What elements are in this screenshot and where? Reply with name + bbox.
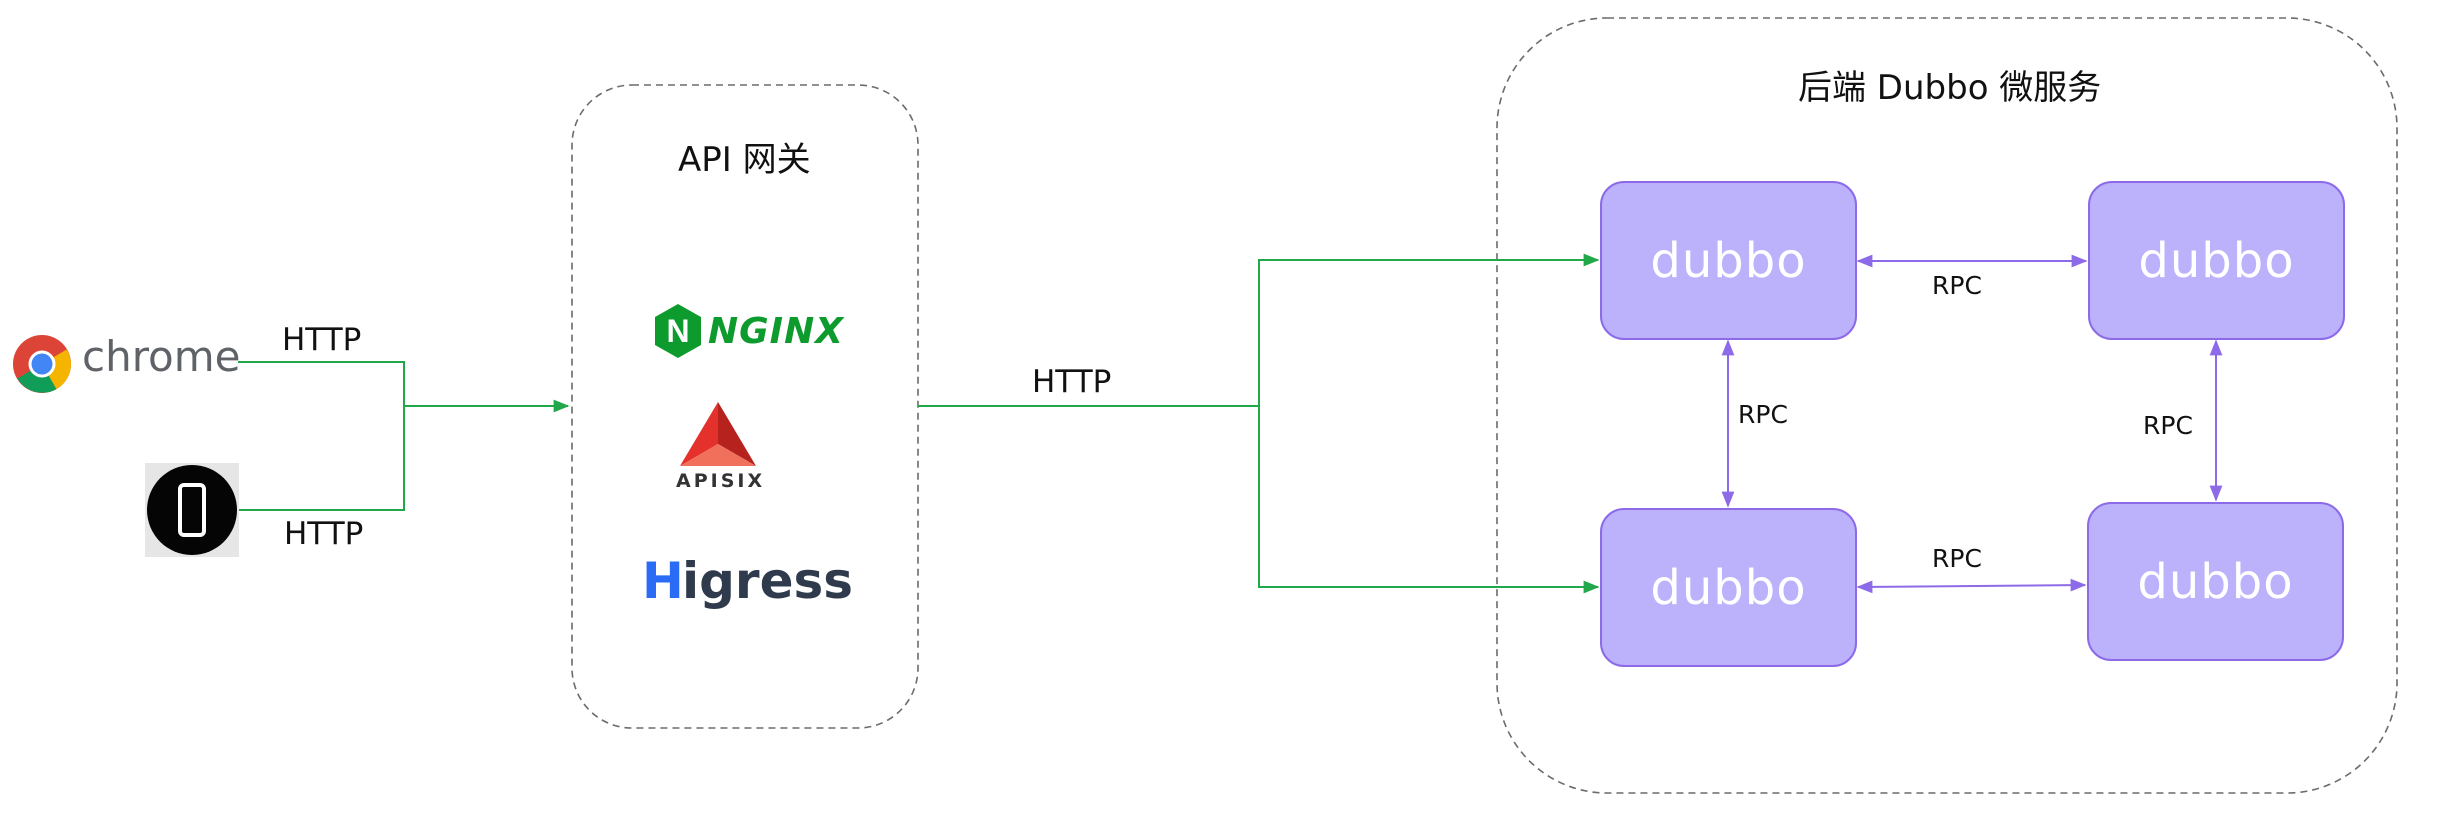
backend-container: [1496, 17, 2398, 794]
gateway-http-label: HTTP: [1032, 364, 1112, 400]
mobile-http-link: [238, 406, 405, 511]
mobile-client: [145, 463, 239, 557]
nginx-hex-icon: N: [655, 304, 701, 358]
higress-logo-mark: H: [642, 552, 684, 610]
mobile-http-label: HTTP: [284, 516, 364, 552]
gateway-title: API 网关: [678, 140, 811, 180]
chrome-icon: [13, 335, 71, 393]
chrome-label: chrome: [82, 332, 241, 381]
dubbo-service-bottom-right: dubbo: [2087, 502, 2344, 661]
rpc-label-top: RPC: [1932, 271, 1982, 300]
higress-logo-text: igress: [682, 552, 854, 610]
rpc-label-left: RPC: [1738, 400, 1788, 429]
rpc-link-bottom: [1856, 578, 2087, 594]
chrome-http-label: HTTP: [282, 322, 362, 358]
chrome-http-link: [238, 361, 405, 406]
dubbo-service-bottom-left: dubbo: [1600, 508, 1857, 667]
smartphone-icon: [147, 465, 237, 555]
nginx-logo-text: NGINX: [708, 311, 844, 352]
rpc-label-bottom: RPC: [1932, 544, 1982, 573]
rpc-label-right: RPC: [2143, 411, 2193, 440]
backend-title: 后端 Dubbo 微服务: [1798, 68, 2102, 108]
gateway-to-dubbo-top: [1258, 253, 1600, 406]
apisix-icon: [680, 402, 756, 466]
apisix-logo-text: APISIX: [676, 470, 766, 492]
dubbo-service-top-right: dubbo: [2088, 181, 2345, 340]
dubbo-service-top-left: dubbo: [1600, 181, 1857, 340]
gateway-to-dubbo-bottom: [1258, 406, 1600, 594]
nginx-letter: N: [666, 313, 689, 349]
